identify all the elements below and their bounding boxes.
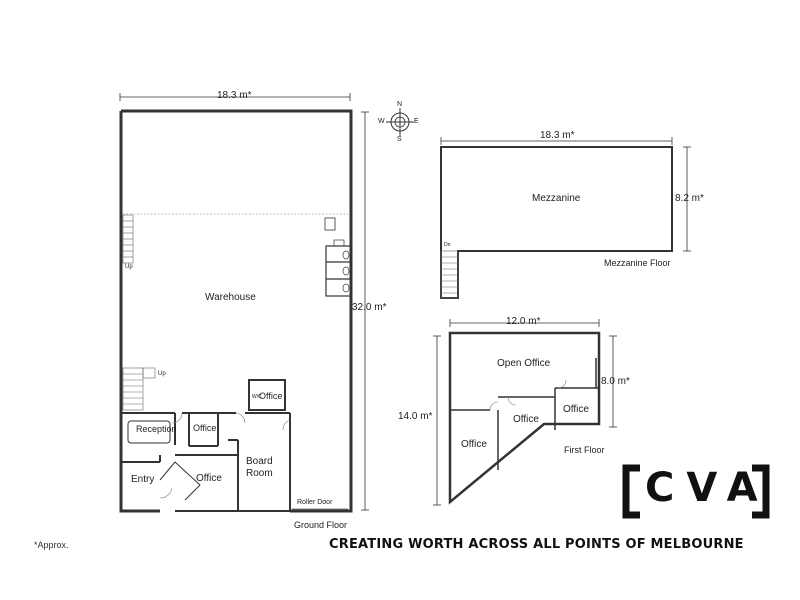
ground-main-stair <box>122 367 156 411</box>
ground-office-upper-walls <box>248 379 286 411</box>
left-stair-up-label: Up <box>125 264 133 270</box>
compass-north: N <box>397 101 403 108</box>
entry-label: Entry <box>131 474 155 485</box>
first-office-right-label: Office <box>563 404 589 415</box>
wc-label: W/C <box>252 394 262 400</box>
open-office-label: Open Office <box>497 358 551 369</box>
reception-label: Reception <box>136 424 177 434</box>
mezzanine-width-dimension: 18.3 m* <box>540 130 575 141</box>
main-stair-up-label: Up <box>158 371 166 377</box>
first-floor-outline <box>448 331 601 505</box>
roller-door-label: Roller Door <box>297 499 333 506</box>
first-office-mid-label: Office <box>513 414 539 425</box>
mezzanine-plan <box>440 137 691 299</box>
office-lower-label: Office <box>196 473 222 484</box>
first-floor-plan <box>433 319 617 506</box>
ground-height-dimension: 32.0 m* <box>352 302 387 313</box>
board-room-label-2: Room <box>246 468 273 479</box>
office-small-label: Office <box>193 423 217 433</box>
first-right-dimension: 8.0 m* <box>601 376 630 387</box>
first-floor-label: First Floor <box>564 445 605 455</box>
warehouse-label: Warehouse <box>205 292 256 303</box>
ground-door-swings <box>159 412 291 499</box>
first-left-dimension: 14.0 m* <box>398 411 433 422</box>
compass-south: S <box>397 136 402 143</box>
first-office-left-label: Office <box>461 439 487 450</box>
office-upper-label: Office <box>259 391 283 401</box>
ground-width-dimension: 18.3 m* <box>217 90 252 101</box>
approx-note: *Approx. <box>34 540 69 550</box>
ground-outer-wall <box>121 109 353 513</box>
cva-logo: CVA <box>645 465 770 511</box>
ground-interior-walls <box>121 412 291 511</box>
ground-floor-plan <box>119 93 369 513</box>
mezzanine-outline <box>440 146 673 299</box>
compass-east: E <box>414 118 419 125</box>
tagline: CREATING WORTH ACROSS ALL POINTS OF MELB… <box>329 537 744 552</box>
logo-brackets <box>622 464 770 519</box>
first-floor-interior-walls <box>450 358 599 470</box>
ground-floor-label: Ground Floor <box>294 520 348 530</box>
mezzanine-room-label: Mezzanine <box>532 193 581 204</box>
first-width-dimension: 12.0 m* <box>506 316 541 327</box>
mezzanine-height-dimension: 8.2 m* <box>675 193 704 204</box>
board-room-label-1: Board <box>246 456 273 467</box>
ground-left-stair <box>122 214 134 264</box>
mezzanine-floor-label: Mezzanine Floor <box>604 258 671 268</box>
mezzanine-down-label: Dn <box>444 242 451 248</box>
compass-rose <box>386 108 414 136</box>
compass-west: W <box>378 118 385 125</box>
ground-toilet-block <box>325 239 352 297</box>
